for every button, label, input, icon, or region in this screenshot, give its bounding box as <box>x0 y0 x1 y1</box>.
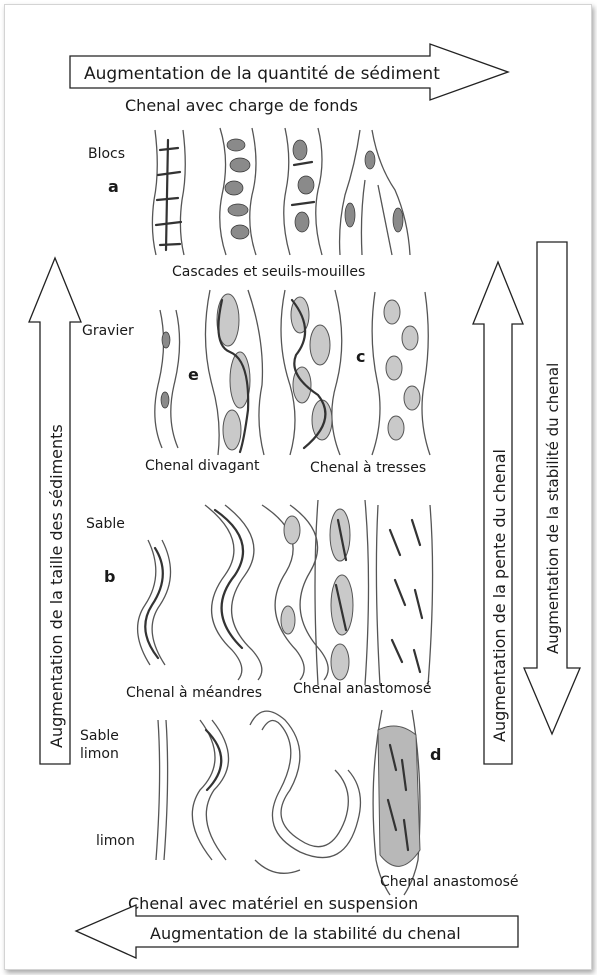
anastomosing-channel-sketch-2 <box>376 505 432 685</box>
label-sable-limon-line1: Sable <box>80 728 119 744</box>
step-pool-channel-sketch-1 <box>152 130 185 255</box>
caption-meandres: Chenal à méandres <box>126 685 262 701</box>
panel-letter-d: d <box>430 745 441 764</box>
sediment-quantity-arrow-label: Augmentation de la quantité de sédiment <box>84 64 440 84</box>
sediment-size-arrow: Augmentation de la taille des sédiments <box>29 258 81 764</box>
straight-suspended-channel-sketch <box>156 720 168 860</box>
sediment-size-arrow-label: Augmentation de la taille des sédiments <box>47 424 66 748</box>
channel-stability-vertical-arrow: Augmentation de la stabilité du chenal <box>524 242 580 734</box>
step-pool-channel-sketch-3 <box>284 128 322 255</box>
small-gravel-channel-sketch <box>155 310 180 448</box>
caption-divagant: Chenal divagant <box>145 458 260 474</box>
panel-letter-a: a <box>108 177 119 196</box>
bedload-channel-heading: Chenal avec charge de fonds <box>125 96 358 115</box>
label-sable: Sable <box>86 516 125 532</box>
channel-slope-arrow-label: Augmentation de la pente du chenal <box>490 449 509 742</box>
label-blocs: Blocs <box>88 146 125 162</box>
wandering-channel-sketch <box>205 290 264 455</box>
braided-channel-sketch-2 <box>372 292 430 455</box>
channel-stability-horizontal-arrow-label: Augmentation de la stabilité du chenal <box>150 924 461 943</box>
sinuous-suspended-channel-sketch <box>192 720 228 860</box>
sinuous-channel-sketch-1 <box>138 540 171 665</box>
label-limon: limon <box>96 833 135 849</box>
caption-anastomose-row4: Chenal anastomosé <box>380 874 519 890</box>
meandering-channel-sketch-2 <box>262 505 328 680</box>
meandering-channel-sketch-1 <box>205 505 262 680</box>
panel-letter-b: b <box>104 567 115 586</box>
braided-channel-sketch-1 <box>281 290 342 455</box>
sediment-quantity-arrow: Augmentation de la quantité de sédiment <box>70 44 508 100</box>
caption-anastomose-row3: Chenal anastomosé <box>293 681 432 697</box>
label-gravier: Gravier <box>82 323 134 339</box>
channel-slope-arrow: Augmentation de la pente du chenal <box>473 262 523 764</box>
panel-letter-c: c <box>356 347 365 366</box>
suspended-channel-heading: Chenal avec matériel en suspension <box>128 894 418 913</box>
channel-stability-vertical-arrow-label: Augmentation de la stabilité du chenal <box>544 363 562 654</box>
step-pool-channel-sketch-2 <box>220 128 256 255</box>
label-sable-limon-line2: limon <box>80 746 119 762</box>
anastomosing-suspended-sketch <box>373 710 420 895</box>
caption-tresses: Chenal à tresses <box>310 460 426 476</box>
step-pool-channel-sketch-4 <box>340 130 410 255</box>
panel-letter-e: e <box>188 365 199 384</box>
tortuous-meander-sketch <box>250 711 360 873</box>
anastomosing-channel-sketch-1 <box>315 500 369 685</box>
caption-cascades: Cascades et seuils-mouilles <box>172 264 365 280</box>
